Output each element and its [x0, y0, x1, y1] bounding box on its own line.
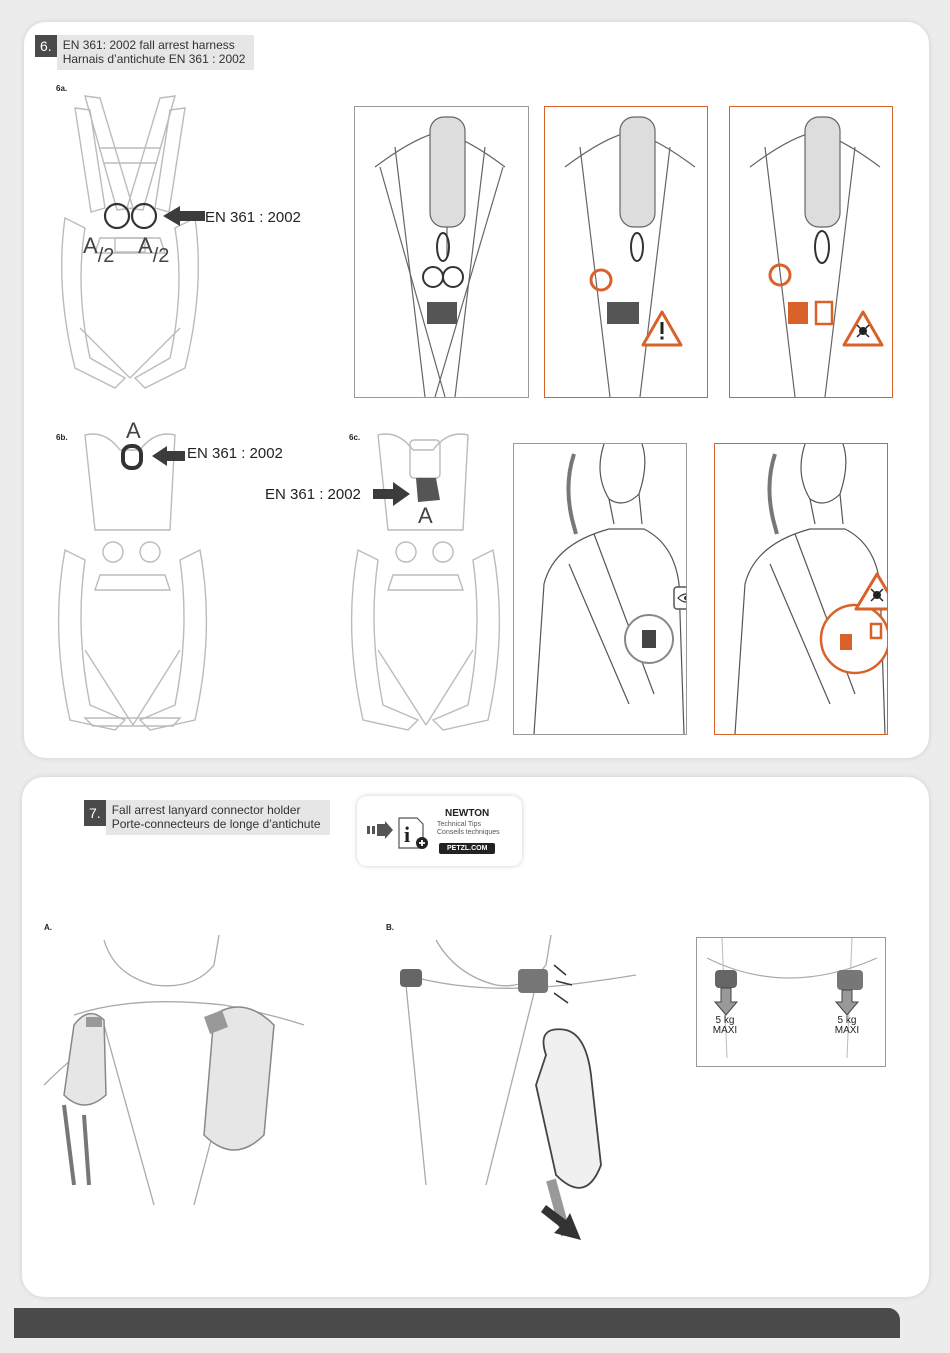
fig-7a-label: A. — [44, 923, 52, 932]
harness-6b-illustration — [45, 430, 220, 750]
svg-text:i: i — [404, 822, 410, 847]
harness-warning-box — [544, 106, 708, 398]
section-7-title-en: Fall arrest lanyard connector holder — [112, 803, 301, 817]
fig-7b-label: B. — [386, 923, 394, 932]
section-6-header: 6. EN 361: 2002 fall arrest harness Harn… — [35, 35, 254, 70]
lanyard-connector-holder-illustration — [44, 935, 344, 1205]
harness-correct-box — [354, 106, 529, 398]
section-7-title: Fall arrest lanyard connector holder Por… — [106, 800, 330, 835]
arrow-icon — [367, 821, 393, 839]
section-6-number: 6. — [35, 35, 57, 57]
arrow-icon — [373, 482, 410, 506]
danger-icon — [856, 574, 887, 609]
eye-check-icon — [674, 587, 686, 609]
section-6-title-en: EN 361: 2002 fall arrest harness — [63, 38, 235, 52]
newton-line1: Technical Tips — [437, 821, 481, 828]
fig-6a-half-anchor-right: A/2 — [138, 233, 169, 259]
person-correct-box — [513, 443, 687, 735]
newton-line2: Conseils techniques — [437, 829, 500, 836]
harness-6a-illustration — [45, 88, 215, 393]
newton-title: NEWTON — [445, 808, 489, 819]
fig-6a-standard: EN 361 : 2002 — [205, 209, 301, 226]
fig-6c-anchor: A — [418, 503, 433, 529]
newton-url[interactable]: PETZL.COM — [439, 843, 495, 854]
newton-tips-badge[interactable]: i NEWTON Technical Tips Conseils techniq… — [357, 796, 522, 866]
harness-6c-illustration — [338, 430, 513, 750]
harness-danger-box — [729, 106, 893, 398]
fig-6a-half-anchor-left: A/2 — [83, 233, 114, 259]
section-6-title-fr: Harnais d’antichute EN 361 : 2002 — [63, 52, 246, 66]
footer-bar — [14, 1308, 900, 1338]
arrow-icon — [152, 446, 185, 466]
section-7-header: 7. Fall arrest lanyard connector holder … — [84, 800, 330, 835]
section-7-number: 7. — [84, 800, 106, 826]
fig-6c-standard: EN 361 : 2002 — [265, 486, 361, 503]
section-6-title: EN 361: 2002 fall arrest harness Harnais… — [57, 35, 255, 70]
fig-6b-standard: EN 361 : 2002 — [187, 445, 283, 462]
person-danger-box — [714, 443, 888, 735]
section-7-title-fr: Porte-connecteurs de longe d’antichute — [112, 817, 321, 831]
info-icon: i — [397, 816, 431, 850]
danger-icon — [844, 312, 882, 345]
connector-release-illustration — [386, 935, 646, 1255]
